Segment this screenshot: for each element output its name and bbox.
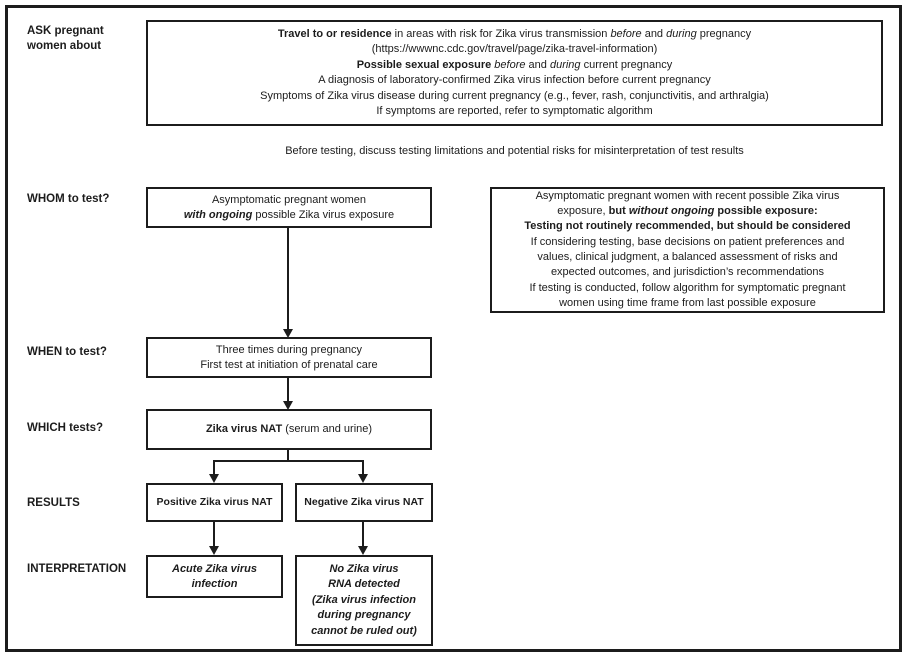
arrowhead-whom-to-when xyxy=(283,329,293,338)
text-line: Zika virus NAT (serum and urine) xyxy=(205,423,373,435)
row-label-ask: ASK pregnant women about xyxy=(27,24,104,54)
which-tests-box: Zika virus NAT (serum and urine) xyxy=(146,409,432,450)
text-line: Positive Zika virus NAT xyxy=(156,496,273,508)
text-line: If considering testing, base decisions o… xyxy=(530,235,845,248)
text-line: Travel to or residence in areas with ris… xyxy=(277,27,752,40)
text-line: women about xyxy=(27,40,102,52)
connector-split-horizontal xyxy=(213,460,364,462)
text-line: during pregnancy xyxy=(317,609,411,622)
text-line: If testing is conducted, follow algorith… xyxy=(529,281,846,294)
text-line: First test at initiation of prenatal car… xyxy=(200,358,378,371)
connector-branch-positive xyxy=(213,460,215,475)
row-label-whom: WHOM to test? xyxy=(27,193,110,205)
text-line: Three times during pregnancy xyxy=(215,343,363,356)
row-label-interpretation: INTERPRETATION xyxy=(27,563,127,575)
text-line: A diagnosis of laboratory-confirmed Zika… xyxy=(318,74,711,86)
row-label-results: RESULTS xyxy=(27,497,80,509)
positive-nat-box: Positive Zika virus NAT xyxy=(146,483,283,522)
text-line: (https://wwwnc.cdc.gov/travel/page/zika-… xyxy=(371,43,658,55)
arrowhead-when-to-which xyxy=(283,401,293,410)
text-line: women using time frame from last possibl… xyxy=(559,296,816,309)
acute-infection-box: Acute Zika virus infection xyxy=(146,555,283,598)
text-line: No Zika virus xyxy=(329,562,399,575)
outer-border-frame xyxy=(5,5,902,652)
text-line: Asymptomatic pregnant women xyxy=(211,193,367,206)
pretest-note: Before testing, discuss testing limitati… xyxy=(285,145,744,157)
text-line: Acute Zika virus xyxy=(172,562,257,575)
text-line: with ongoing possible Zika virus exposur… xyxy=(183,208,395,221)
arrowhead-negative-to-norna xyxy=(358,546,368,555)
text-line: ASK pregnant xyxy=(27,25,104,37)
row-label-when: WHEN to test? xyxy=(27,346,107,358)
row-label-which: WHICH tests? xyxy=(27,422,104,434)
text-line: Symptoms of Zika virus disease during cu… xyxy=(260,89,769,102)
connector-whom-to-when xyxy=(287,228,289,330)
connector-which-stub xyxy=(287,450,289,462)
text-line: values, clinical judgment, a balanced as… xyxy=(537,251,838,263)
text-line: Possible sexual exposure before and duri… xyxy=(356,58,673,71)
text-line: Negative Zika virus NAT xyxy=(304,496,424,508)
text-line: infection xyxy=(191,577,238,590)
text-line: (Zika virus infection xyxy=(312,593,416,606)
text-line: If symptoms are reported, refer to sympt… xyxy=(376,105,653,117)
text-line: exposure, but without ongoing possible e… xyxy=(557,205,818,218)
connector-positive-to-acute xyxy=(213,522,215,547)
negative-nat-box: Negative Zika virus NAT xyxy=(295,483,433,522)
arrowhead-branch-negative xyxy=(358,474,368,483)
connector-when-to-which xyxy=(287,378,289,402)
text-line: cannot be ruled out) xyxy=(311,624,417,637)
connector-branch-negative xyxy=(362,460,364,475)
connector-negative-to-norna xyxy=(362,522,364,547)
no-ongoing-exposure-box: Asymptomatic pregnant women with recent … xyxy=(490,187,885,313)
arrowhead-positive-to-acute xyxy=(209,546,219,555)
ask-about-box: Travel to or residence in areas with ris… xyxy=(146,20,883,126)
text-line: expected outcomes, and jurisdiction’s re… xyxy=(550,266,825,279)
arrowhead-branch-positive xyxy=(209,474,219,483)
text-line: RNA detected xyxy=(328,578,400,591)
text-line: Asymptomatic pregnant women with recent … xyxy=(535,189,840,202)
whom-to-test-box: Asymptomatic pregnant women with ongoing … xyxy=(146,187,432,228)
text-line: Testing not routinely recommended, but s… xyxy=(524,220,851,233)
